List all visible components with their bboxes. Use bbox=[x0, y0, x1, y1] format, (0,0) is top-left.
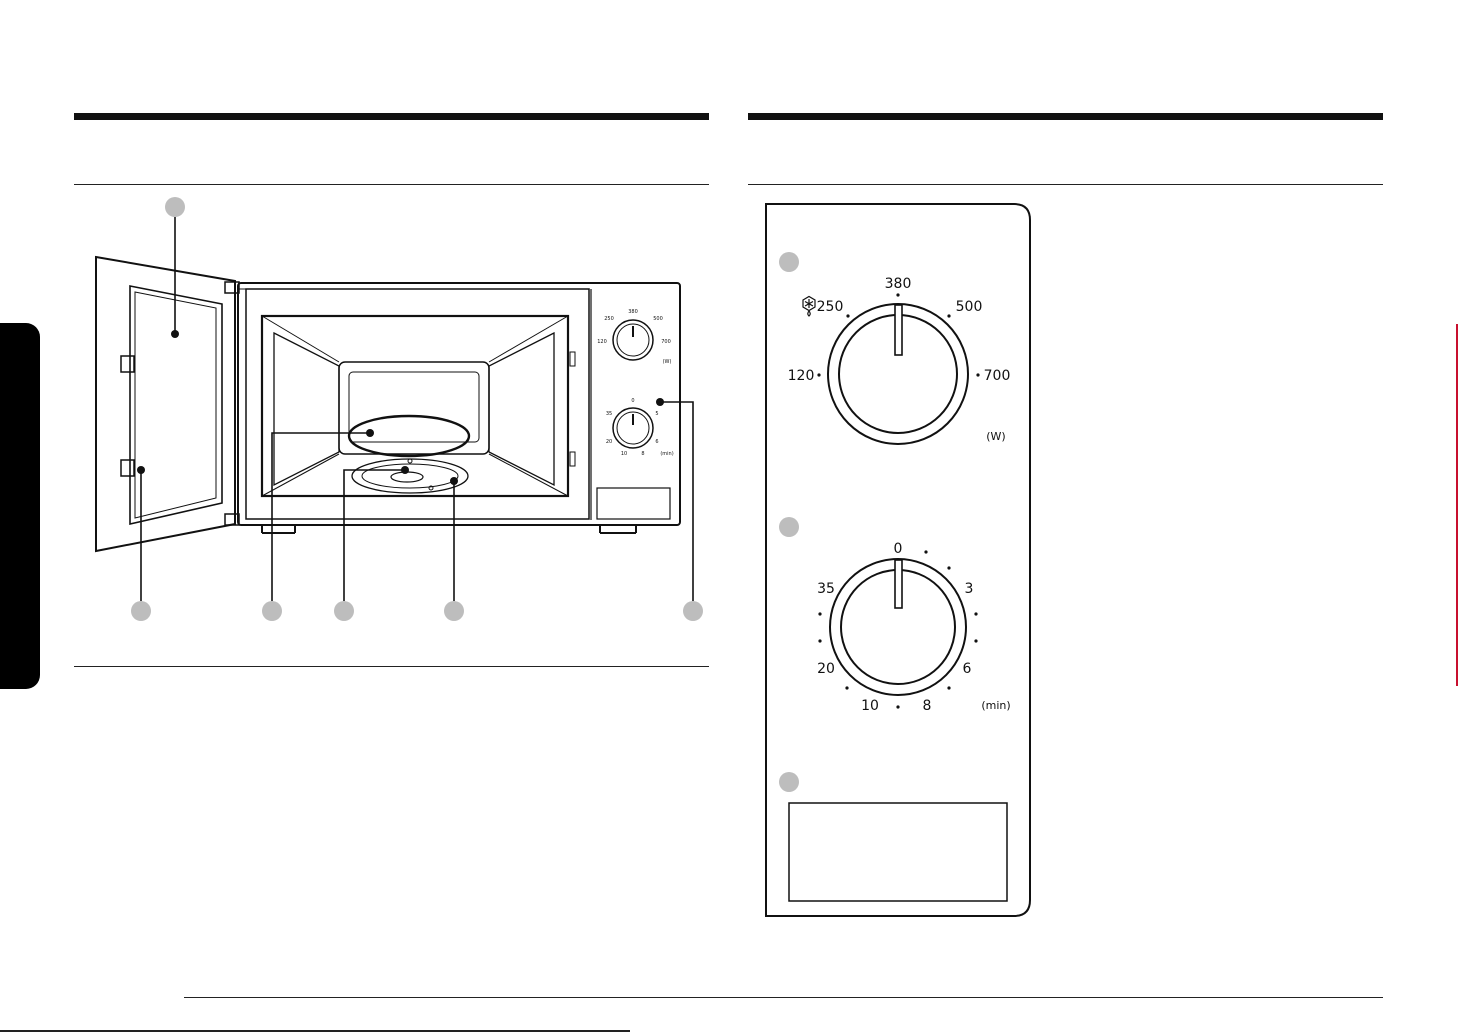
left-bottom-rule bbox=[74, 666, 709, 667]
control-panel-detail: 380 250 500 120 700 (W) 0 3 35 6 20 10 bbox=[760, 198, 1040, 923]
door-outline bbox=[96, 257, 235, 551]
timer-label-6: 6 bbox=[963, 661, 972, 677]
side-tab bbox=[0, 323, 40, 689]
mini-timer-label-20: 20 bbox=[606, 439, 612, 445]
left-section-rule bbox=[74, 184, 709, 185]
power-dial-pointer bbox=[895, 305, 902, 355]
panel-pointer-dot bbox=[656, 398, 664, 406]
timer-dial[interactable] bbox=[830, 559, 966, 695]
upper-latch bbox=[121, 356, 134, 372]
mini-power-label-500: 500 bbox=[653, 316, 663, 322]
label-box bbox=[789, 803, 1007, 901]
coupler-pointer-dot bbox=[401, 466, 409, 474]
mini-timer-label-5: 5 bbox=[655, 411, 658, 417]
power-unit: (W) bbox=[986, 430, 1005, 443]
mini-power-label-700: 700 bbox=[661, 339, 671, 345]
mini-timer-label-0: 0 bbox=[631, 398, 634, 404]
mini-power-label-250: 250 bbox=[604, 316, 614, 322]
mini-power-unit: (W) bbox=[663, 359, 672, 365]
mini-power-label-120: 120 bbox=[597, 339, 607, 345]
mini-timer-unit: (min) bbox=[660, 451, 673, 457]
mini-timer-label-10: 10 bbox=[621, 451, 627, 457]
latch-pointer-dot bbox=[137, 466, 145, 474]
defrost-icon bbox=[803, 297, 815, 317]
power-label-120: 120 bbox=[788, 368, 815, 384]
power-label-250: 250 bbox=[817, 299, 844, 315]
mini-timer-label-6: 6 bbox=[655, 439, 658, 445]
power-label-700: 700 bbox=[984, 368, 1011, 384]
timer-label-3: 3 bbox=[965, 581, 974, 597]
ring-pointer-dot bbox=[450, 477, 458, 485]
mini-timer-label-8: 8 bbox=[641, 451, 644, 457]
right-header-rule bbox=[748, 113, 1383, 120]
timer-label-8: 8 bbox=[923, 698, 932, 714]
timer-label-35: 35 bbox=[817, 581, 835, 597]
right-section-rule bbox=[748, 184, 1383, 185]
tray-pointer-dot bbox=[366, 429, 374, 437]
mini-timer-label-35: 35 bbox=[606, 411, 612, 417]
footer-rule bbox=[184, 997, 1383, 998]
mini-power-label-380: 380 bbox=[628, 309, 638, 315]
door-pointer-dot bbox=[171, 330, 179, 338]
timer-unit: (min) bbox=[981, 699, 1010, 712]
timer-label-0: 0 bbox=[894, 541, 903, 557]
left-header-rule bbox=[74, 113, 709, 120]
glass-tray bbox=[349, 416, 469, 456]
timer-label-10: 10 bbox=[861, 698, 879, 714]
power-label-380: 380 bbox=[885, 276, 912, 292]
timer-dial-pointer bbox=[895, 560, 902, 608]
page-edge-rule bbox=[0, 1030, 630, 1032]
microwave-illustration: 250 380 500 120 700 (W) 0 5 35 6 20 10 8… bbox=[80, 190, 710, 660]
lower-latch bbox=[121, 460, 134, 476]
timer-label-20: 20 bbox=[817, 661, 835, 677]
power-label-500: 500 bbox=[956, 299, 983, 315]
power-dial[interactable] bbox=[828, 304, 968, 444]
